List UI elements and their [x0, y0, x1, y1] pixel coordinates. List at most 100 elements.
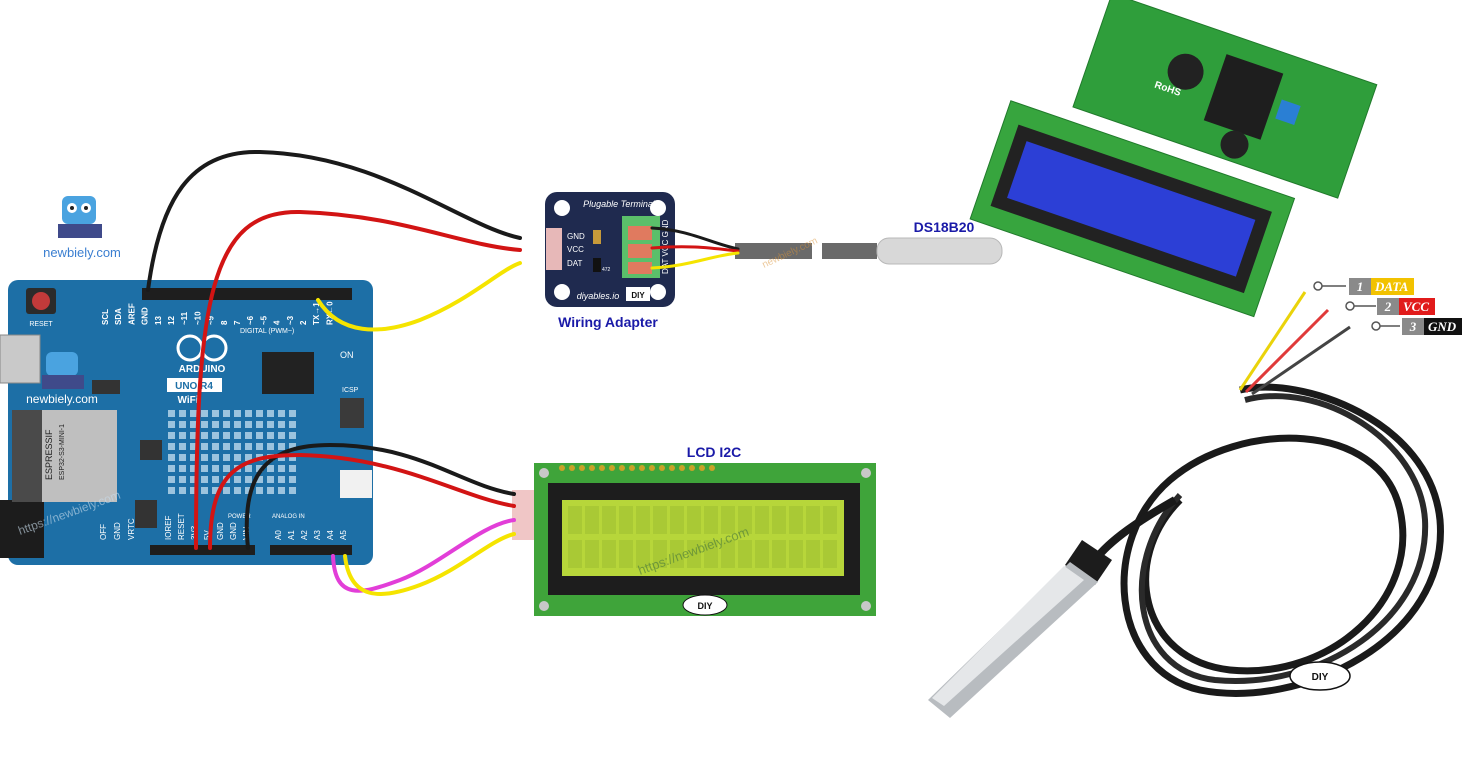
led-matrix-cell [289, 443, 296, 450]
led-matrix-cell [179, 454, 186, 461]
lcd-photo-front [969, 100, 1296, 318]
top-pin-label: 2 [299, 320, 308, 325]
led-matrix-cell [278, 476, 285, 483]
lcd-char-cell [687, 540, 701, 568]
lcd-char-cell [653, 506, 667, 534]
led-matrix-cell [223, 432, 230, 439]
top-pin-label: ~6 [246, 315, 255, 325]
led-matrix-cell [267, 443, 274, 450]
lcd-pin [709, 465, 715, 471]
led-matrix-cell [179, 432, 186, 439]
lcd-char-cell [602, 506, 616, 534]
power-pin-label: RESET [177, 513, 186, 540]
lcd-char-cell [670, 506, 684, 534]
led-matrix-cell [289, 476, 296, 483]
top-pin-label: TX→1 [312, 302, 321, 325]
power-pin-label: IOREF [164, 515, 173, 540]
left-pin-label: GND [113, 522, 122, 540]
top-pin-label: ~11 [180, 311, 189, 325]
lcd-char-cell [636, 506, 650, 534]
analog-pin-label: A4 [326, 530, 335, 540]
analog-pin-label: A1 [287, 530, 296, 540]
reset-button[interactable] [32, 292, 50, 310]
left-pin-label: VRTC [127, 518, 136, 540]
power-pin-label: GND [216, 522, 225, 540]
lcd-pin [669, 465, 675, 471]
lcd-pin [579, 465, 585, 471]
lcd-char-cell [806, 540, 820, 568]
lcd-pin [589, 465, 595, 471]
led-matrix-cell [278, 465, 285, 472]
led-matrix-cell [201, 421, 208, 428]
led-matrix-cell [223, 465, 230, 472]
top-pin-label: 12 [167, 316, 176, 325]
power-pin-label: 5V [203, 530, 212, 540]
lcd-char-cell [602, 540, 616, 568]
led-matrix-cell [190, 421, 197, 428]
lcd-char-cell [619, 506, 633, 534]
led-matrix-cell [179, 410, 186, 417]
led-matrix-cell [212, 454, 219, 461]
led-matrix-cell [179, 421, 186, 428]
lcd-pin [649, 465, 655, 471]
lcd-badge: DIY [697, 601, 712, 611]
probe-wire-gnd [1251, 325, 1351, 396]
lcd-char-cell [738, 506, 752, 534]
adapter-pin-dat: DAT [567, 259, 583, 268]
adapter-header: Plugable Terminal [583, 199, 656, 209]
lcd-char-cell [653, 540, 667, 568]
led-matrix-cell [201, 443, 208, 450]
led-matrix-cell [256, 465, 263, 472]
logo-text: newbiely.com [43, 245, 121, 260]
led-matrix-cell [223, 487, 230, 494]
wire-5v-adapter [194, 209, 522, 550]
led-matrix-cell [168, 454, 175, 461]
led-matrix-cell [168, 465, 175, 472]
lcd-char-cell [585, 540, 599, 568]
led-matrix-cell [201, 410, 208, 417]
lcd-title: LCD I2C [687, 444, 741, 460]
wire-sda-lcd [331, 518, 516, 593]
lcd-char-cell [772, 540, 786, 568]
led-matrix-cell [267, 421, 274, 428]
pin-tag-data: 1 DATA [1349, 278, 1415, 295]
led-matrix-cell [278, 487, 285, 494]
lcd-char-cell [568, 540, 582, 568]
led-matrix-cell [223, 421, 230, 428]
lcd-pin [609, 465, 615, 471]
power-pin-label: GND [229, 522, 238, 540]
ds18b20-probe-small [735, 236, 1003, 266]
probe-badge: DIY [1312, 672, 1329, 683]
led-matrix-cell [289, 410, 296, 417]
adapter-pin-header [546, 228, 562, 270]
lcd-char-cell [704, 506, 718, 534]
led-matrix-cell [256, 487, 263, 494]
lcd-pin [679, 465, 685, 471]
lcd-pin [689, 465, 695, 471]
wire-adapter-vcc [650, 245, 740, 253]
pin-tag-vcc: 2 VCC [1377, 298, 1436, 315]
newbiely-logo: newbiely.com [43, 196, 121, 260]
lcd-char-cell [738, 540, 752, 568]
top-pin-label: 8 [220, 320, 229, 325]
led-matrix-cell [168, 487, 175, 494]
reset-label: RESET [29, 321, 53, 328]
lcd-pin [569, 465, 575, 471]
on-label: ON [340, 350, 354, 360]
wires [146, 149, 740, 597]
lcd-char-cell [670, 540, 684, 568]
led-matrix-cell [168, 476, 175, 483]
wire-gnd-adapter [146, 149, 522, 292]
wire-adapter-dat [650, 251, 740, 270]
led-matrix-cell [190, 443, 197, 450]
analog-pin-label: A5 [339, 530, 348, 540]
led-matrix-cell [212, 443, 219, 450]
led-matrix-cell [223, 410, 230, 417]
arduino-variant: WiFi [177, 395, 198, 406]
led-matrix-cell [256, 432, 263, 439]
top-pin-label: ~10 [193, 311, 202, 325]
lcd-char-cell [755, 540, 769, 568]
pin-tag-vcc-num: 2 [1377, 298, 1399, 315]
led-matrix-cell [201, 487, 208, 494]
